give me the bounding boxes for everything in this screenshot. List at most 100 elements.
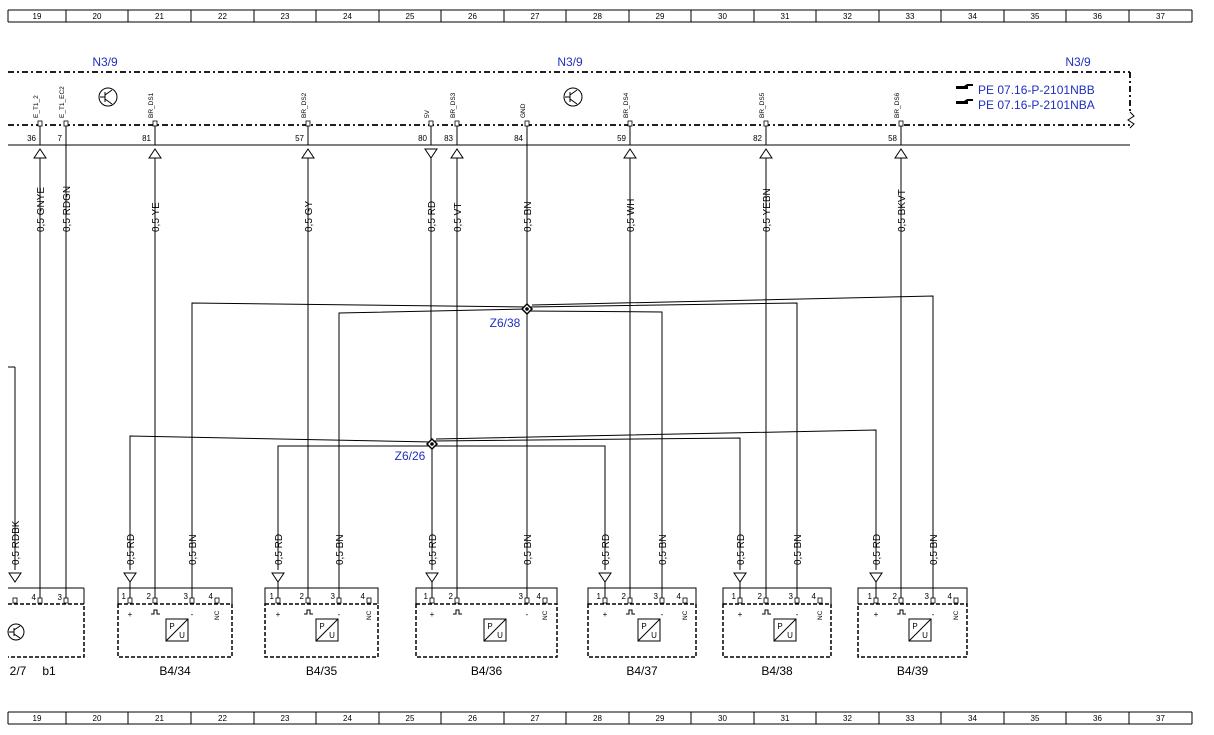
grid-column-label: 31 <box>781 714 790 723</box>
pin-name-label: BR_DS1 <box>148 92 155 118</box>
wire-color-label: 0,5 RD <box>126 534 137 565</box>
grid-column-label: 30 <box>718 714 727 723</box>
pe-ref-text-1[interactable]: PE 07.16-P-2101NBB <box>978 83 1095 97</box>
pin-number: 1 <box>424 592 429 601</box>
signal-arrow-icon <box>301 148 315 159</box>
pin-number: 2 <box>300 592 305 601</box>
wire-color-label: 0,5 BN <box>188 534 199 565</box>
pin-number: 1 <box>270 592 275 601</box>
pin-terminal <box>898 597 904 604</box>
pin-terminal <box>602 597 608 604</box>
pu-label-u: U <box>922 631 928 640</box>
pin-terminal <box>37 597 43 604</box>
pin-terminal <box>794 597 800 604</box>
pin-terminal <box>659 597 665 604</box>
sensor-dashed-border <box>587 603 697 658</box>
wire-color-label: 0,5 BN <box>523 534 534 565</box>
pu-label-p: P <box>319 622 324 631</box>
pin-terminal <box>627 120 633 127</box>
wire-bn-b435 <box>338 308 528 598</box>
wire-bn-b434 <box>191 302 528 598</box>
pu-label-u: U <box>651 631 657 640</box>
signal-arrow-icon <box>424 148 438 159</box>
signal-arrow-icon <box>450 148 464 159</box>
sensor-connector-border <box>415 587 558 604</box>
wire-color-label: 0,5 RD <box>274 534 285 565</box>
grid-column-label: 30 <box>718 12 727 21</box>
pin-terminal <box>763 120 769 127</box>
wire-rd-b438 <box>433 437 741 570</box>
pin-terminal <box>152 597 158 604</box>
pin-terminal <box>817 597 823 604</box>
signal-arrow-icon <box>148 148 162 159</box>
pin-number: 58 <box>888 134 897 143</box>
pin-number: 2 <box>147 592 152 601</box>
grid-column-label: 26 <box>468 714 477 723</box>
pe-reference-2[interactable]: PE 07.16-P-2101NBA <box>956 98 1095 112</box>
sensor-label[interactable]: B4/39 <box>897 664 929 678</box>
pin-terminal <box>37 120 43 127</box>
pin-terminal <box>737 597 743 604</box>
grid-column-label: 29 <box>656 714 665 723</box>
signal-arrow-icon <box>33 148 47 159</box>
pin-number: 83 <box>444 134 453 143</box>
grid-column-label: 35 <box>1031 12 1040 21</box>
pin-terminal <box>189 597 195 604</box>
sensor-label[interactable]: B4/36 <box>471 664 503 678</box>
device-label[interactable]: 2/7 <box>10 664 27 678</box>
pin-number: 2 <box>622 592 627 601</box>
wire-color-label: 0,5 YE <box>151 202 162 232</box>
grid-column-label: 34 <box>968 714 977 723</box>
splice-label[interactable]: Z6/38 <box>490 316 521 330</box>
pe-ref-text-2[interactable]: PE 07.16-P-2101NBA <box>978 98 1095 112</box>
wire-color-label: 0,5 BKVT <box>897 189 908 232</box>
pin-number: 4 <box>948 592 953 601</box>
pu-label-p: P <box>912 622 917 631</box>
sensor-connector-border <box>587 587 697 604</box>
pin-name-label: BR_DS5 <box>759 92 766 118</box>
pu-label-u: U <box>787 631 793 640</box>
pin-terminal <box>429 597 435 604</box>
sensor-dashed-border <box>857 603 968 658</box>
sensor-label[interactable]: B4/35 <box>306 664 338 678</box>
device-dashed-border <box>8 603 85 658</box>
splice-label[interactable]: Z6/26 <box>395 449 426 463</box>
sensor-dashed-border <box>415 603 558 658</box>
sensor-label[interactable]: B4/38 <box>761 664 793 678</box>
wire-bn-b439 <box>531 295 934 598</box>
pulse-signal-icon <box>151 609 160 615</box>
sensor-connector-border <box>857 587 968 604</box>
grid-column-label: 19 <box>33 12 42 21</box>
pin-mark-nc: NC <box>214 610 221 620</box>
pin-terminal <box>127 597 133 604</box>
grid-column-label: 24 <box>343 714 352 723</box>
sensor-label[interactable]: B4/34 <box>159 664 191 678</box>
pe-reference-1[interactable]: PE 07.16-P-2101NBB <box>956 83 1095 97</box>
pin-name-label: E_T1_2 <box>33 95 40 118</box>
pulse-signal-icon <box>304 609 313 615</box>
grid-column-label: 37 <box>1156 714 1165 723</box>
pin-name-label: BR_DS4 <box>623 92 630 118</box>
pin-number: 1 <box>122 592 127 601</box>
pin-mark-nc: NC <box>542 610 549 620</box>
wire-bn-b438 <box>528 302 798 598</box>
pu-label-p: P <box>169 622 174 631</box>
pin-name-label: BR_DS3 <box>450 92 457 118</box>
pin-name-label: E_T1_EC2 <box>59 86 66 118</box>
grid-column-label: 21 <box>155 714 164 723</box>
pin-number: 3 <box>331 592 336 601</box>
sensor-label[interactable]: B4/37 <box>626 664 658 678</box>
